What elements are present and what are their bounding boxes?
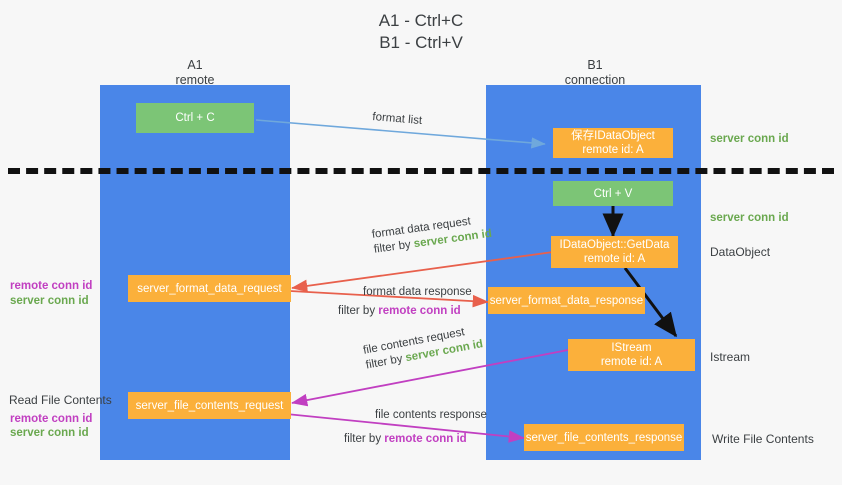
- label-write-file-contents: Write File Contents: [712, 432, 814, 446]
- box-ctrl-c-label: Ctrl + C: [175, 112, 215, 124]
- box-server-file-contents-response[interactable]: server_file_contents_response: [524, 424, 684, 451]
- edge-file-contents-response-line2: filter by remote conn id: [344, 432, 487, 447]
- edge-label-file-contents-response: file contents response filter by remote …: [344, 408, 487, 447]
- edge-file-contents-response-prefix: filter by: [344, 433, 385, 445]
- box-ctrl-v-label: Ctrl + V: [593, 187, 633, 200]
- column-b1-name: B1: [587, 58, 603, 72]
- column-a1-sub: remote: [175, 73, 215, 87]
- box-idataobject-getdata[interactable]: IDataObject::GetData remote id: A: [551, 236, 678, 268]
- page-title: A1 - Ctrl+C B1 - Ctrl+V: [0, 10, 842, 54]
- label-istream: Istream: [710, 350, 751, 364]
- box-server-format-data-response[interactable]: server_format_data_response: [488, 287, 645, 314]
- label-server-conn-id-top: server conn id: [710, 133, 789, 145]
- label-remote-conn-id-2: remote conn id: [10, 413, 93, 425]
- edge-format-data-response-line1: format data response: [363, 286, 472, 298]
- edge-format-data-response-line2: filter by remote conn id: [338, 304, 472, 319]
- title-line-2: B1 - Ctrl+V: [379, 33, 463, 52]
- box-istream-line1: IStream: [611, 342, 652, 354]
- box-istream-line2: remote id: A: [600, 356, 663, 368]
- box-server-file-contents-request[interactable]: server_file_contents_request: [128, 392, 291, 419]
- box-copy-idataobject[interactable]: 保存IDataObject remote id: A: [553, 128, 673, 158]
- column-header-b1: B1 connection: [520, 58, 670, 88]
- label-read-file-contents: Read File Contents: [9, 393, 112, 407]
- box-server-file-contents-request-label: server_file_contents_request: [135, 399, 284, 412]
- column-header-a1: A1 remote: [120, 58, 270, 88]
- label-server-conn-id-1: server conn id: [10, 295, 89, 307]
- edge-format-data-response-token: remote conn id: [378, 305, 461, 317]
- edge-format-data-response-prefix: filter by: [338, 305, 379, 317]
- box-server-file-contents-response-label: server_file_contents_response: [525, 431, 683, 444]
- arrow-file-contents-request: [291, 349, 569, 407]
- arrow-format-data-request: [291, 251, 554, 293]
- edge-label-format-list-text: format list: [371, 110, 423, 128]
- phase-divider: [8, 168, 834, 174]
- arrow-format-list: [255, 119, 546, 149]
- box-server-format-data-response-label: server_format_data_response: [489, 294, 644, 307]
- box-copy-idataobject-line1: 保存IDataObject: [571, 130, 655, 142]
- arrow-getdata-to-istream: [623, 267, 678, 338]
- edge-label-format-data-response: format data response filter by remote co…: [338, 285, 472, 319]
- box-ctrl-v[interactable]: Ctrl + V: [553, 181, 673, 206]
- title-line-1: A1 - Ctrl+C: [378, 11, 464, 30]
- box-istream[interactable]: IStream remote id: A: [568, 339, 695, 371]
- box-server-format-data-request[interactable]: server_format_data_request: [128, 275, 291, 302]
- edge-file-contents-response-token: remote conn id: [384, 433, 467, 445]
- box-idataobject-getdata-line1: IDataObject::GetData: [559, 239, 670, 251]
- box-idataobject-getdata-line2: remote id: A: [583, 253, 646, 265]
- label-remote-conn-id-1: remote conn id: [10, 280, 93, 292]
- label-dataobject: DataObject: [710, 245, 771, 259]
- edge-format-data-request-prefix: filter by: [373, 238, 415, 256]
- box-server-format-data-request-label: server_format_data_request: [137, 282, 282, 295]
- box-ctrl-c[interactable]: Ctrl + C: [136, 103, 254, 133]
- label-server-conn-id-mid: server conn id: [710, 212, 789, 224]
- edge-file-contents-response-line1: file contents response: [375, 409, 487, 421]
- box-copy-idataobject-line2: remote id: A: [582, 144, 644, 156]
- column-b1-sub: connection: [564, 73, 626, 87]
- label-server-conn-id-2: server conn id: [10, 427, 89, 439]
- column-a1-name: A1: [187, 58, 203, 72]
